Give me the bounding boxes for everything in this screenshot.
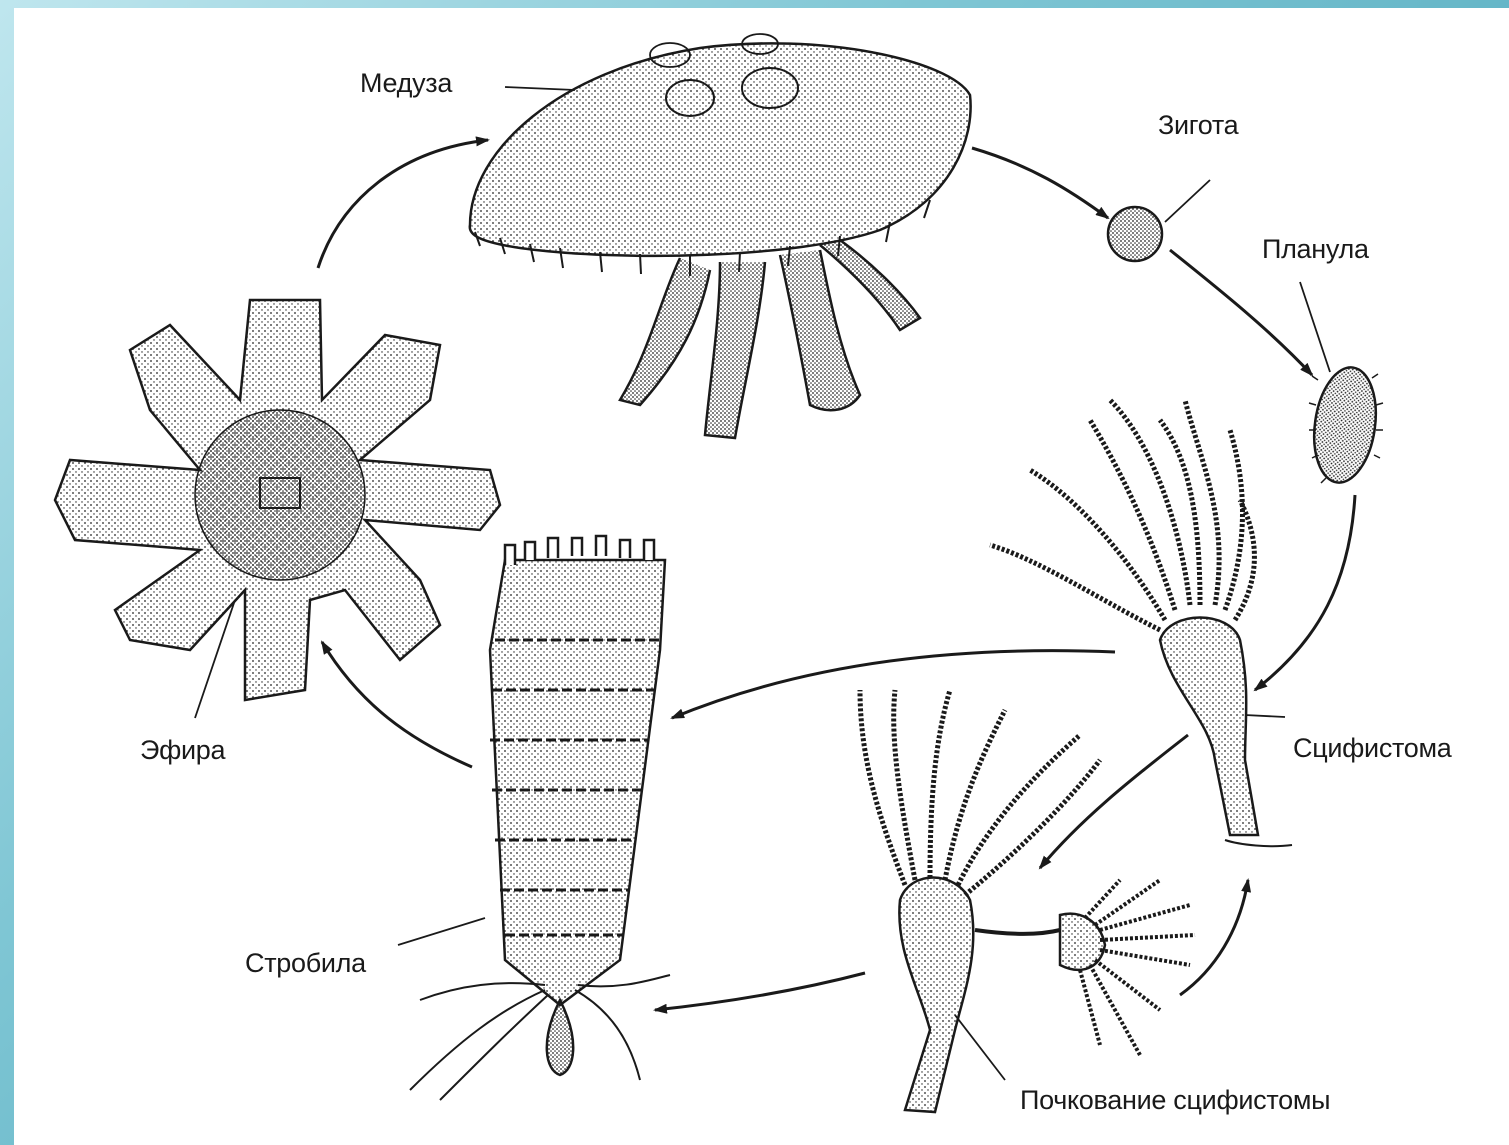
strobila-illustration [410, 536, 670, 1100]
arrow-medusa-to-zygote [972, 148, 1108, 218]
leader-budding [955, 1015, 1005, 1080]
arrow-budding-to-strobila [655, 973, 865, 1010]
leader-zygote [1165, 180, 1210, 222]
cycle-arrows [318, 140, 1355, 1010]
label-ephyra: Эфира [140, 735, 225, 766]
label-strobila: Стробила [245, 948, 366, 979]
leader-strobila [398, 918, 485, 945]
label-scyphistoma-budding: Почкование сцифистомы [1020, 1085, 1330, 1116]
ephyra-illustration [55, 300, 500, 700]
arrow-planula-to-scyphistoma [1255, 495, 1355, 690]
leader-medusa [505, 87, 575, 90]
zygote-illustration [1108, 207, 1162, 261]
budding-scyphistoma-illustration [860, 690, 1195, 1112]
label-zygote: Зигота [1158, 110, 1238, 141]
label-scyphistoma: Сцифистома [1293, 733, 1452, 764]
planula-illustration [1307, 363, 1383, 486]
arrow-scyphistoma-to-budding [1040, 735, 1188, 868]
leader-scyphistoma [1245, 715, 1285, 717]
arrow-zygote-to-planula [1170, 250, 1312, 375]
label-medusa: Медуза [360, 68, 452, 99]
arrow-scyphistoma-to-strobila [672, 651, 1115, 718]
arrow-budding-to-scyphistoma [1180, 880, 1248, 995]
leader-planula [1300, 282, 1330, 372]
arrow-strobila-to-ephyra [322, 642, 472, 767]
medusa-illustration [470, 34, 971, 438]
arrow-ephyra-to-medusa [318, 140, 488, 268]
label-planula: Планула [1262, 234, 1369, 265]
